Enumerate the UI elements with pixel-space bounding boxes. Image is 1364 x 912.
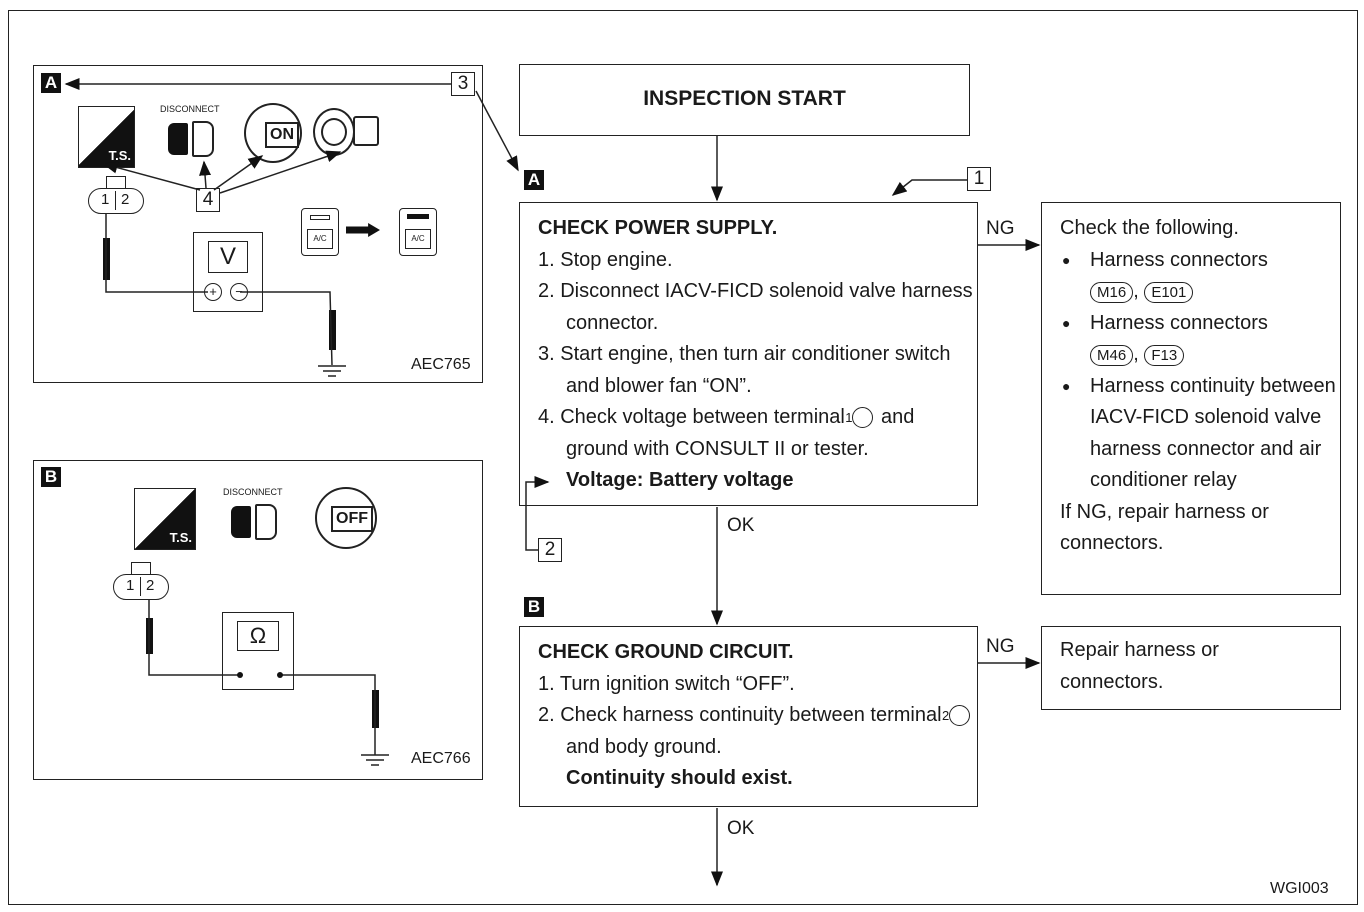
voltmeter-display: V	[208, 241, 248, 273]
ng1-item-1: Harness connectors	[1060, 245, 1340, 277]
connector-tab	[106, 176, 126, 188]
connector-f13: F13	[1144, 345, 1185, 366]
check-ground-box: CHECK GROUND CIRCUIT. 1. Turn ignition s…	[519, 626, 978, 807]
ng2-box: Repair harness or connectors.	[1041, 626, 1341, 710]
ground-spec: Continuity should exist.	[566, 767, 793, 789]
ng1-item-2-connectors: M46, F13	[1060, 339, 1340, 371]
ground-step-2-a: 2. Check harness continuity between term…	[538, 704, 942, 726]
ac-switch-off: A/C	[301, 208, 339, 256]
ng1-box: Check the following. Harness connectors …	[1041, 202, 1341, 595]
ts-label: T.S.	[108, 148, 131, 163]
ref4-to-fan	[219, 150, 342, 194]
step-a-label: A	[524, 170, 544, 190]
ref-2-callout: 2	[538, 538, 562, 562]
ref4-to-ts	[102, 161, 201, 191]
power-step-4-b: and ground with CONSULT II or tester.	[566, 406, 915, 460]
panel-b	[33, 460, 483, 780]
ground-title: CHECK GROUND CIRCUIT.	[538, 641, 794, 663]
panel-b-code: AEC766	[411, 750, 471, 767]
ok-label-2: OK	[727, 818, 755, 839]
arrow-right-icon	[346, 223, 380, 237]
ref4-to-disconnect	[199, 160, 212, 189]
ok-label-1: OK	[727, 515, 755, 536]
disconnect-label-b: DISCONNECT	[223, 487, 283, 497]
terminal-2-symbol: 2	[942, 705, 971, 727]
disconnect-connector-icon	[168, 117, 218, 161]
probe-b-wire-1	[148, 600, 240, 676]
power-step-4-a: 4. Check voltage between terminal	[538, 406, 845, 428]
power-spec: Voltage: Battery voltage	[566, 469, 794, 491]
ohmmeter: Ω	[222, 612, 294, 690]
panel-a-label: A	[41, 73, 61, 93]
key-off-label: OFF	[331, 506, 373, 532]
ng1-item-1-connectors: M16, E101	[1060, 276, 1340, 308]
power-title: CHECK POWER SUPPLY.	[538, 217, 778, 239]
ref3-to-step-a	[475, 90, 519, 172]
ac-switch-on: A/C	[399, 208, 437, 256]
ohmmeter-display: Ω	[237, 621, 279, 651]
ref-3-callout: 3	[451, 72, 475, 96]
check-power-box: CHECK POWER SUPPLY. 1. Stop engine. 2. D…	[519, 202, 978, 506]
terminal-1: 1	[101, 191, 110, 208]
ref4-to-key	[213, 155, 264, 191]
ref2-leader	[525, 476, 550, 551]
ng1-item-3: Harness continuity between IACV-FICD sol…	[1060, 371, 1340, 497]
inspection-start-box: INSPECTION START	[519, 64, 970, 136]
ng1-footer: If NG, repair harness or connectors.	[1060, 500, 1269, 555]
terminal-1-symbol: 1	[845, 407, 874, 429]
power-step-4: 4. Check voltage between terminal 1 and …	[538, 402, 978, 465]
ohm-probe-dot-1	[237, 672, 243, 678]
ng-label-2: NG	[986, 636, 1015, 657]
probe-a-wire-2	[240, 291, 333, 366]
ref-4-callout: 4	[196, 188, 220, 212]
ignition-key-on-icon: ON	[244, 103, 302, 163]
ignition-key-off-icon: OFF	[315, 487, 377, 549]
panel-a-code: AEC765	[411, 356, 471, 373]
ohm-probe-dot-2	[277, 672, 283, 678]
terminal-2: 2	[121, 191, 130, 208]
probe-a-wire-1	[105, 214, 208, 293]
connector-m16: M16	[1090, 282, 1134, 303]
ts-tool-icon: T.S.	[78, 106, 135, 168]
power-step-2: 2. Disconnect IACV-FICD solenoid valve h…	[538, 280, 973, 334]
inspection-start-label: INSPECTION START	[643, 87, 846, 110]
ng-label-1: NG	[986, 218, 1015, 239]
ground-step-2: 2. Check harness continuity between term…	[538, 700, 978, 763]
ref1-leader	[891, 179, 967, 196]
ground-step-2-b: and body ground.	[566, 735, 722, 758]
ref-1-callout: 1	[967, 167, 991, 191]
page-frame	[8, 10, 1358, 905]
connector-m46: M46	[1090, 345, 1134, 366]
ng1-item-2: Harness connectors	[1060, 308, 1340, 340]
probe-black	[329, 310, 336, 350]
step-b-label: B	[524, 597, 544, 617]
panel-b-label: B	[41, 467, 61, 487]
connector-tab-b	[131, 562, 151, 574]
terminal-2-b: 2	[146, 577, 155, 594]
figure-id: WGI003	[1270, 880, 1329, 897]
terminal-connector-a: 1 2	[88, 188, 144, 214]
ground-step-1: 1. Turn ignition switch “OFF”.	[538, 672, 795, 695]
disconnect-connector-icon-b	[231, 500, 281, 544]
terminal-connector-b: 1 2	[113, 574, 169, 600]
ts-tool-icon-b: T.S.	[134, 488, 196, 550]
ac-label-1: A/C	[307, 229, 333, 249]
terminal-1-b: 1	[126, 577, 135, 594]
disconnect-label: DISCONNECT	[160, 104, 220, 114]
probe-b-wire-2	[280, 674, 376, 755]
ts-label-b: T.S.	[169, 530, 192, 545]
key-on-label: ON	[265, 122, 299, 148]
power-step-3: 3. Start engine, then turn air condition…	[538, 343, 951, 397]
connector-e101: E101	[1144, 282, 1194, 303]
ac-label-2: A/C	[405, 229, 431, 249]
ng1-title: Check the following.	[1060, 217, 1239, 239]
power-step-1: 1. Stop engine.	[538, 248, 673, 271]
ng2-text: Repair harness or connectors.	[1060, 639, 1219, 693]
